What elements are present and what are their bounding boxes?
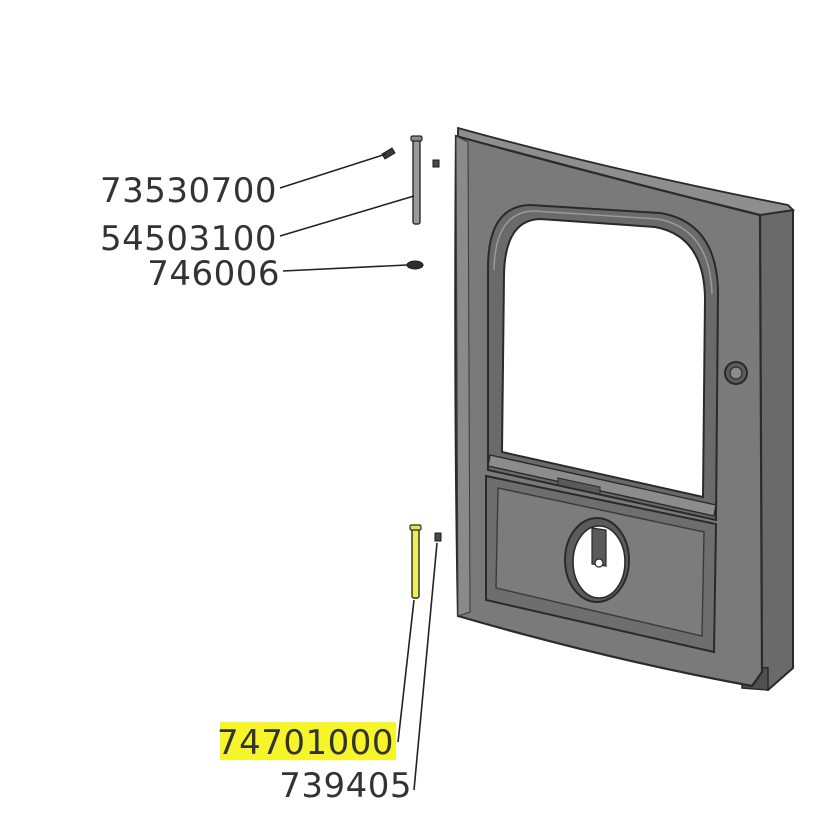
air-control-lever [591, 527, 607, 567]
part-label-5: 739405 [279, 766, 412, 806]
leader-line-2 [279, 195, 415, 237]
washer [406, 260, 424, 270]
small-screw-top [381, 147, 396, 160]
air-control-knob [594, 558, 604, 568]
highlight-box [220, 722, 396, 760]
window-opening [500, 217, 707, 499]
window-lower-rail [487, 454, 717, 517]
leader-line-5 [413, 542, 438, 791]
handle-boss-hole [729, 366, 743, 380]
part-label-3: 746006 [147, 254, 280, 294]
small-nut-top [432, 159, 440, 168]
rail-slot [557, 477, 601, 495]
hinge-pin-top [410, 135, 423, 225]
window-bevel [493, 210, 713, 295]
hinge-pin-bottom [409, 524, 422, 599]
leader-line-1 [279, 153, 387, 189]
part-label-2: 54503100 [100, 219, 277, 259]
part-label-1: 73530700 [100, 171, 277, 211]
door-left-rim [455, 135, 471, 617]
stove-door [454, 126, 795, 692]
leader-line-4 [397, 599, 415, 743]
small-nut-bottom [434, 532, 442, 542]
leader-line-3 [282, 264, 408, 272]
part-label-4: 74701000 [217, 723, 394, 763]
